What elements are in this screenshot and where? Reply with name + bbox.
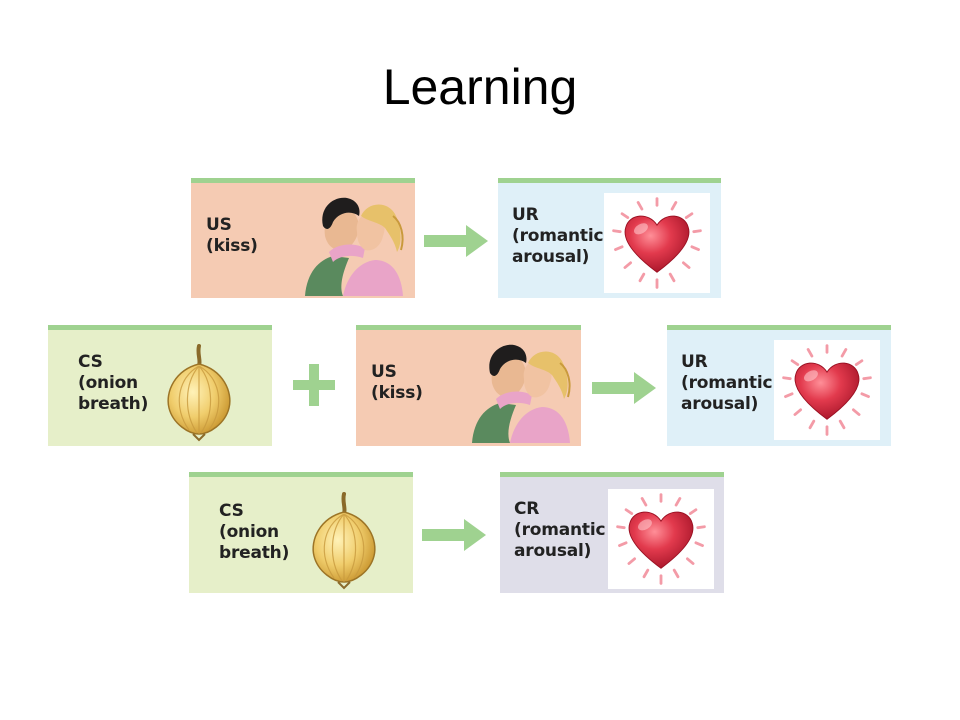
us-kiss-box-row1: US (kiss) (191, 178, 415, 298)
stimulus-desc-line1: (onion (219, 522, 279, 542)
heart-icon (782, 344, 872, 436)
ur-arousal-box-row2: UR (romantic arousal) (667, 325, 891, 446)
response-desc-line1: (romantic (512, 226, 604, 246)
stimulus-desc: (kiss) (206, 236, 258, 256)
right-arrow-icon (422, 519, 486, 551)
response-desc-line2: arousal) (681, 394, 759, 414)
response-code: UR (681, 352, 708, 372)
page-title: Learning (382, 59, 578, 115)
plus-icon (293, 364, 335, 406)
heart-icon (612, 197, 702, 289)
stimulus-code: CS (219, 501, 244, 521)
response-code: UR (512, 205, 539, 225)
response-desc-line1: (romantic (514, 520, 606, 540)
cs-onion-box-row2: CS (onion breath) (48, 325, 272, 446)
us-kiss-box-row2: US (kiss) (356, 325, 581, 446)
ur-arousal-box-row1: UR (romantic arousal) (498, 178, 721, 298)
us-desc: (kiss) (371, 383, 423, 403)
cs-desc-line2: breath) (78, 394, 149, 414)
response-desc-line2: arousal) (512, 247, 590, 267)
cs-onion-box-row3: CS (onion breath) (189, 472, 413, 593)
kissing-couple-illustration (304, 196, 404, 297)
stimulus-desc-line2: breath) (219, 543, 290, 563)
right-arrow-icon (592, 372, 656, 404)
right-arrow-icon (424, 225, 488, 257)
kissing-couple-illustration (471, 343, 571, 444)
us-code: US (371, 362, 397, 382)
response-desc-line2: arousal) (514, 541, 592, 561)
response-code: CR (514, 499, 540, 519)
cs-code: CS (78, 352, 103, 372)
cr-arousal-box-row3: CR (romantic arousal) (500, 472, 724, 593)
onion-illustration (311, 492, 377, 590)
stimulus-code: US (206, 215, 232, 235)
cs-desc-line1: (onion (78, 373, 138, 393)
heart-icon (616, 493, 706, 585)
response-desc-line1: (romantic (681, 373, 773, 393)
onion-illustration (166, 344, 232, 442)
